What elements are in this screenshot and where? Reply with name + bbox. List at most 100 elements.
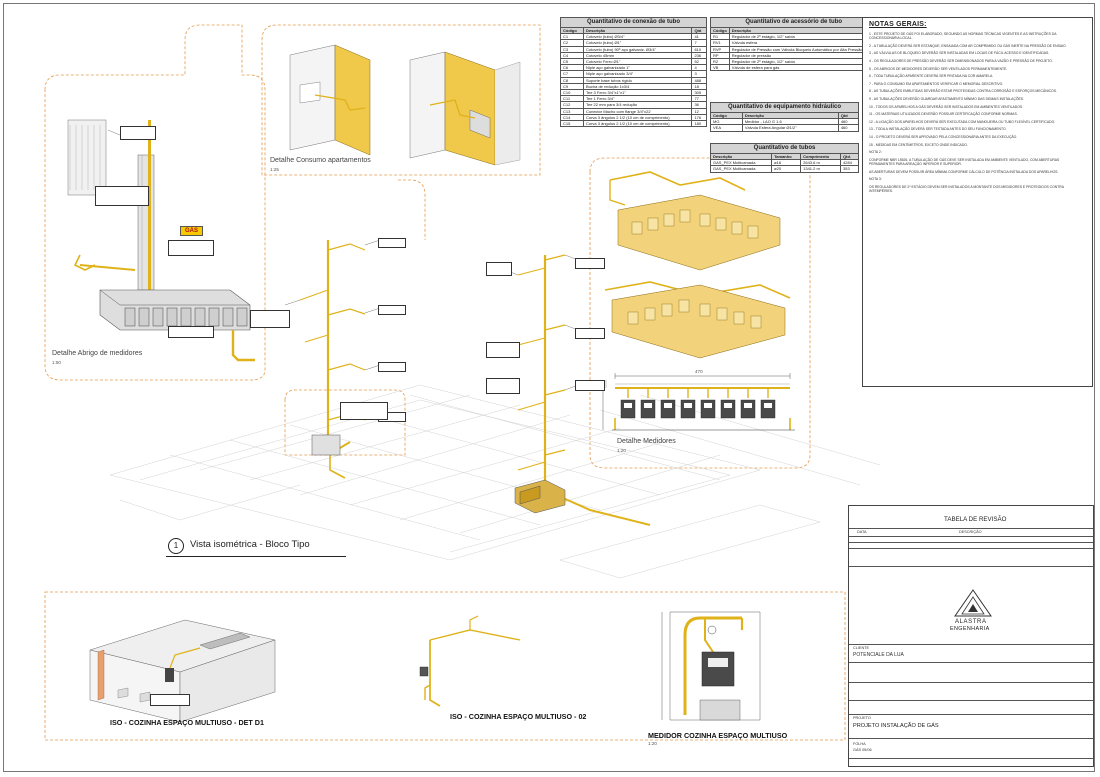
callout-box (95, 186, 149, 206)
cell-qtd: 4284 (840, 159, 859, 167)
col-qtd: Qtd. (840, 152, 859, 161)
cell-qtd: 488 (691, 76, 707, 84)
iso-cozinha-02-drawing (419, 615, 521, 707)
callout-box (378, 238, 406, 248)
callout-box (575, 258, 605, 269)
cell-qtd: 460 (837, 124, 860, 132)
cell-descricao: Tee 22 mm para 3/4 redução (582, 101, 693, 109)
cell-qtd: 353 (840, 165, 859, 173)
consumo-apartamentos-drawing (289, 44, 521, 166)
callout-box (486, 378, 520, 394)
table-equipamento-hidraulico: Quantitativo de equipamento hidráulico C… (710, 102, 860, 132)
cliente-label: CLIENTE (853, 646, 870, 650)
detalhe-medidores-scale: 1:20 (617, 448, 626, 453)
callout-box (378, 362, 406, 372)
note-item: 15 - MEDIDAS EM CENTÍMETROS, EXCETO ONDE… (869, 142, 968, 147)
cell-descricao: Válvula Esfera Angular Ø1/2" (741, 124, 839, 132)
cell-descricao: Tee 3 Ferro 3/4"x1"x1" (582, 89, 693, 97)
col-codigo: Código (710, 26, 730, 35)
note-item: 1 - ESTE PROJETO DE GÁS FOI ELABORADO, S… (869, 32, 1057, 41)
detalhe-abrigo-scale: 1:50 (52, 360, 61, 365)
notas-gerais-panel: NOTAS GERAIS: 1 - ESTE PROJETO DE GÁS FO… (862, 17, 1093, 387)
cell-descricao: Niple aço galvanizado 1" (582, 64, 693, 72)
callout-box (150, 694, 190, 706)
view-number-badge: 1 (168, 538, 184, 554)
company-logo-icon (954, 589, 992, 617)
note-item: NOTA 2: (869, 150, 882, 155)
table-conexao-title: Quantitativo de conexão de tubo (560, 17, 707, 28)
cell-comprimento: 1341.2 m (800, 165, 842, 173)
revisao-col-descricao: DESCRIÇÃO (959, 530, 982, 534)
col-qtd: Qtd (837, 111, 860, 120)
cell-qtd: 610 (691, 45, 707, 53)
cell-qtd: 180 (691, 120, 707, 128)
detalhe-consumo-title: Detalhe Consumo apartamentos (270, 157, 371, 164)
cell-descricao: Niple aço galvanizado 3/4" (582, 70, 693, 78)
note-item: CONFORME NBR 15526, A TUBULAÇÃO DE GÁS D… (869, 157, 1060, 167)
table-conexao-tubo: Quantitativo de conexão de tubo Código D… (560, 17, 707, 128)
cell-qtd: 77 (691, 95, 707, 103)
cell-codigo: C15 (560, 120, 584, 128)
note-item: 4 - OS REGULADORES DE PRESSÃO DEVERÃO SE… (869, 59, 1053, 64)
callout-box (575, 380, 605, 391)
medidor-cozinha-scale: 1:20 (648, 741, 657, 746)
col-tamanho: Tamanho (771, 152, 802, 161)
detalhe-consumo-scale: 1:25 (270, 167, 279, 172)
cell-descricao: Tee 1 Ferro 3/4" (582, 95, 693, 103)
cell-qtd: 176 (691, 113, 707, 122)
projeto-value: PROJETO INSTALAÇÃO DE GÁS (853, 723, 939, 729)
cell-qtd: 12 (691, 107, 707, 115)
callout-box (340, 402, 388, 420)
note-item: 2 - A TUBULAÇÃO DEVERÁ SER ESTANQUE, ENS… (869, 43, 1067, 48)
title-underline (166, 556, 346, 557)
cell-qtd: 460 (837, 118, 860, 126)
cell-descricao: Curva 3 ângulos 2 1/2 (10 cm de comprime… (582, 113, 693, 122)
vista-isometrica-title: Vista isométrica - Bloco Tipo (190, 539, 310, 550)
gas-badge: GÁS (180, 226, 204, 236)
notas-list: 1 - ESTE PROJETO DE GÁS FOI ELABORADO, S… (869, 32, 1086, 193)
cell-descricao: GAS_PEX Multicamada (709, 165, 773, 173)
detalhe-abrigo-title: Detalhe Abrigo de medidores (52, 350, 143, 357)
cell-qtd: 305 (691, 89, 707, 97)
company-name: ALASTRA (955, 619, 987, 625)
medidores-upper-drawing (604, 171, 791, 359)
dashed-detail-frames (44, 24, 846, 741)
callout-box (168, 326, 214, 338)
note-item: 10 - TODOS OS APARELHOS A GÁS DEVERÃO SE… (869, 104, 1024, 109)
table-tubos-title: Quantitativo de tubos (710, 143, 859, 154)
table-acessorio-title: Quantitativo de acessório de tubo (709, 17, 878, 28)
cell-qtd: 4 (691, 64, 707, 72)
revisao-title: TABELA DE REVISÃO (944, 516, 1007, 523)
cell-qtd: 236 (691, 51, 707, 60)
cell-descricao: Válvula de esfera para gás (728, 64, 866, 72)
note-item: 7 - PARA O CONSUMO EM APARTAMENTOS VERIF… (869, 81, 1004, 86)
folha-label: FOLHA (853, 742, 866, 746)
iso-meter-bank (311, 434, 566, 514)
cell-descricao: Conector Macho com flange 3/4"x22 (582, 107, 693, 115)
cell-codigo: VB (710, 64, 730, 72)
callout-box (168, 240, 214, 256)
note-item: 11 - OS MATERIAIS UTILIZADOS DEVERÃO POS… (869, 112, 1018, 117)
col-comprimento: Comprimento (800, 152, 842, 161)
projeto-label: PROJETO (853, 716, 871, 720)
detalhe-medidores-title: Detalhe Medidores (617, 438, 676, 445)
callout-box (250, 310, 290, 328)
cell-qtd: 36 (691, 101, 707, 109)
abrigo-medidores-drawing (67, 119, 255, 362)
note-item: 3 - AS VÁLVULAS DE BLOQUEIO DEVERÃO SER … (869, 51, 1050, 56)
cell-descricao: Regulador de Pressão com Válvula Bloquei… (728, 45, 866, 53)
table-acessorio-tubo: Quantitativo de acessório de tubo Código… (709, 17, 878, 72)
